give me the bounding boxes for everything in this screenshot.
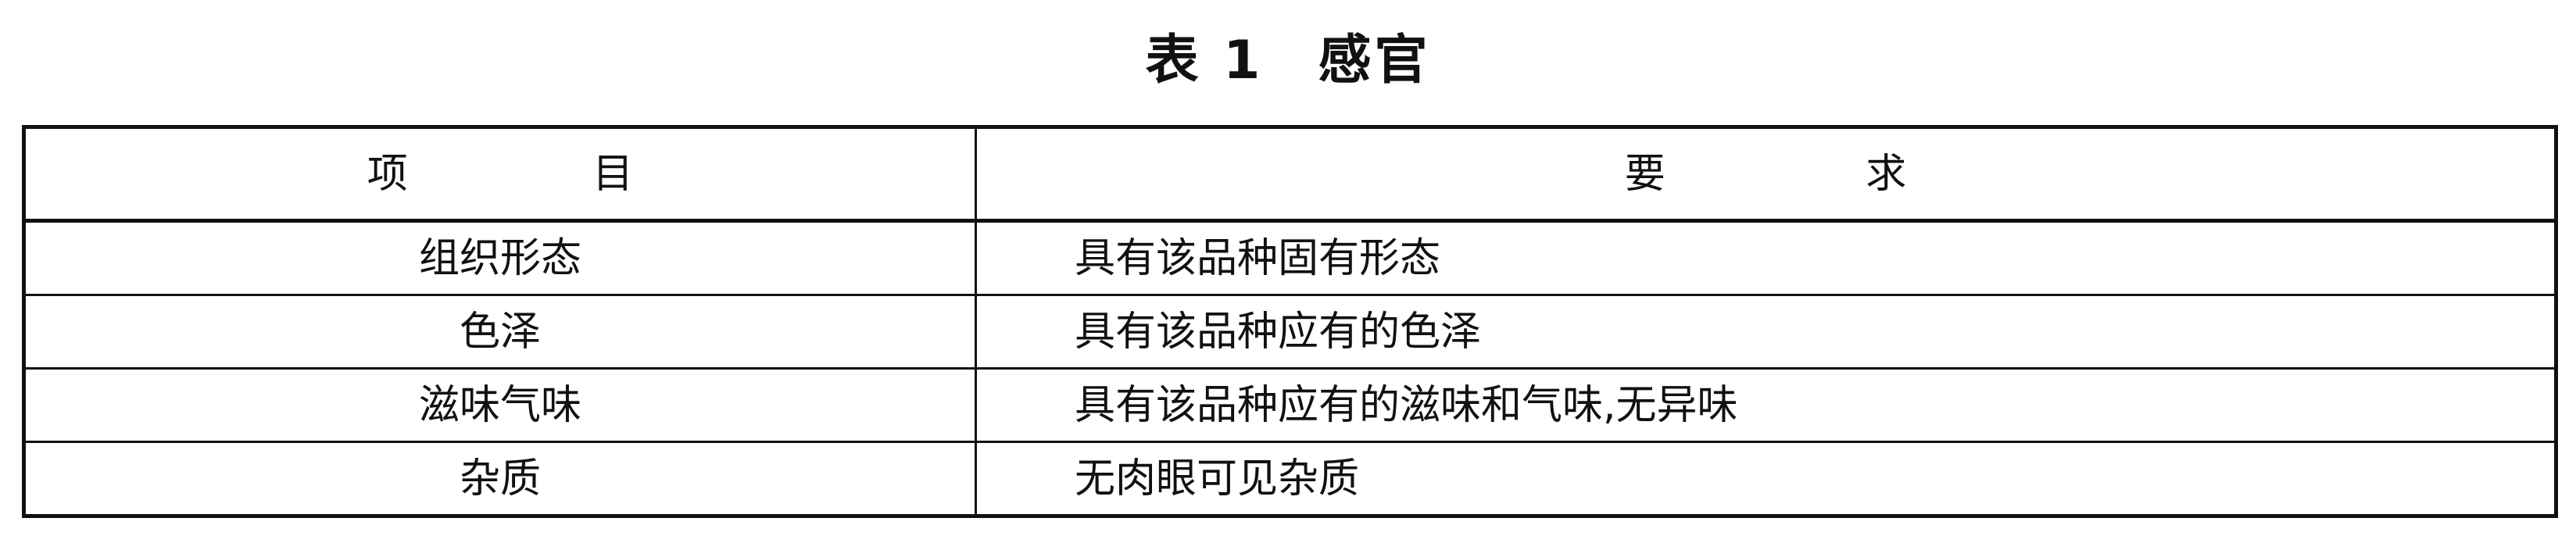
table-title: 感官 — [1318, 30, 1431, 91]
row-requirement-cell: 具有该品种应有的滋味和气味,无异味 — [975, 367, 2557, 443]
row-item-cell: 组织形态 — [23, 220, 977, 296]
row-requirement-cell: 具有该品种固有形态 — [975, 220, 2557, 296]
table-caption: 表 1 感官 — [0, 22, 2576, 100]
row-requirement-cell: 具有该品种应有的色泽 — [975, 294, 2557, 370]
row-item-cell: 色泽 — [23, 294, 977, 370]
column-header-requirement-label: 要 求 — [1624, 150, 2001, 198]
column-header-item: 项 目 — [23, 126, 977, 223]
table-number: 表 1 — [1145, 30, 1264, 91]
table-row: 色泽 具有该品种应有的色泽 — [23, 294, 2557, 370]
table-row: 组织形态 具有该品种固有形态 — [23, 220, 2557, 296]
row-requirement-cell: 无肉眼可见杂质 — [975, 441, 2557, 517]
table-header-row: 项 目 要 求 — [23, 126, 2557, 223]
row-item-cell: 杂质 — [23, 441, 977, 517]
table-row: 杂质 无肉眼可见杂质 — [23, 441, 2557, 517]
table-row: 滋味气味 具有该品种应有的滋味和气味,无异味 — [23, 367, 2557, 443]
column-header-requirement: 要 求 — [975, 126, 2557, 223]
column-header-item-label: 项 目 — [367, 150, 720, 198]
sensory-requirements-table: 项 目 要 求 组织形态 具有该品种固有形态 色泽 具有该品种应有的色泽 滋味气… — [22, 125, 2558, 518]
row-item-cell: 滋味气味 — [23, 367, 977, 443]
